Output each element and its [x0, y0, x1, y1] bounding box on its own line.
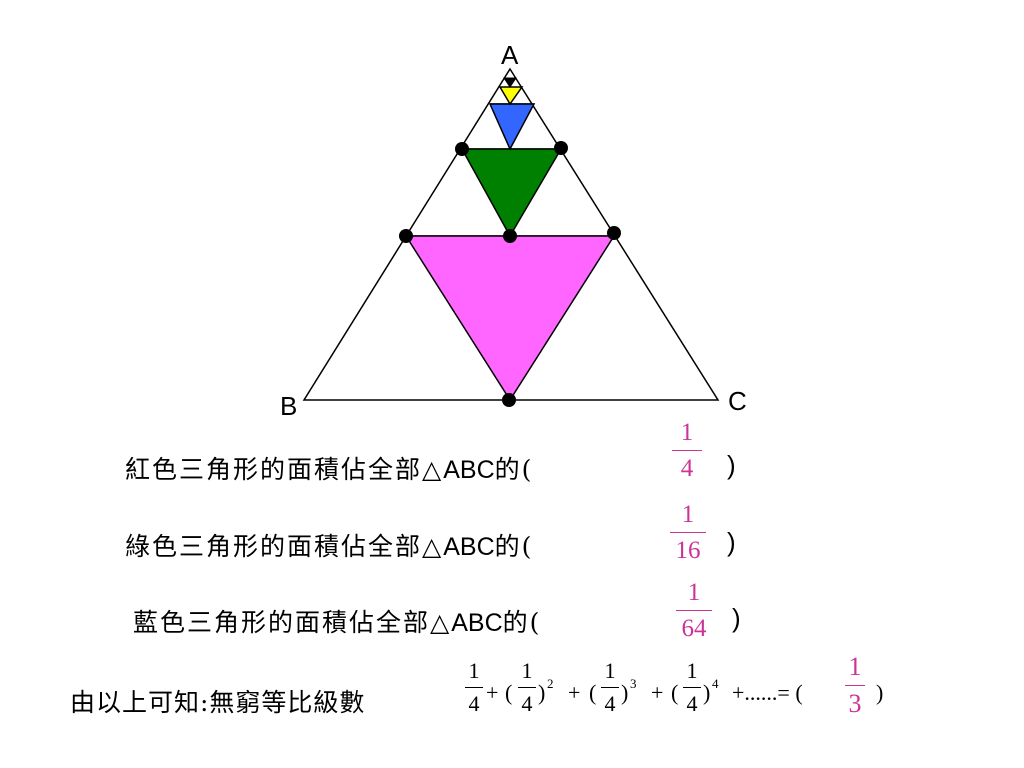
statement-green: 綠色三角形的面積佔全部△ABC的(: [125, 527, 533, 563]
close-paren-2: ): [538, 680, 546, 705]
statement-blue-text: 藍色三角形的面積佔全部: [133, 608, 431, 637]
abc-label: ABC: [451, 609, 503, 637]
close-paren-4: ): [703, 680, 711, 705]
fraction-bar: [672, 450, 702, 451]
fraction-bar: [670, 532, 706, 533]
fraction-numerator: 1: [681, 501, 695, 528]
fraction-denominator: 64: [681, 615, 707, 642]
statement-red: 紅色三角形的面積佔全部△ABC的(: [125, 450, 533, 486]
fraction-bar: [601, 687, 619, 688]
vertex-label-c: C: [728, 386, 747, 416]
term-numerator: 1: [468, 658, 480, 683]
vertex-label-a: A: [501, 40, 519, 70]
conclusion-text: 由以上可知:無窮等比級數: [70, 688, 366, 717]
triangle-symbol: △: [430, 608, 452, 637]
plus-sign-2: +: [568, 680, 581, 705]
close-paren-3: ): [621, 680, 629, 705]
series-term-2: 1 4: [518, 660, 536, 715]
series-term-4: 1 4: [683, 660, 701, 715]
dot-green-left: [455, 142, 469, 156]
dot-pink-left: [399, 229, 413, 243]
series-term-1: 1 4: [465, 660, 483, 715]
fraction-bar: [676, 610, 712, 611]
plus-sign-3: +: [651, 680, 664, 705]
series-end-paren: ): [876, 680, 884, 705]
term-numerator: 1: [686, 658, 698, 683]
statement-blue-suffix: 的(: [502, 608, 542, 637]
open-paren-2: (: [505, 680, 513, 705]
abc-label: ABC: [443, 533, 495, 561]
open-paren-4: (: [671, 680, 679, 705]
pink-triangle: [404, 235, 616, 402]
exponent-4: 4: [712, 676, 719, 691]
term-denominator: 4: [604, 691, 616, 716]
blue-triangle: [488, 103, 536, 151]
statement-red-text: 紅色三角形的面積佔全部: [125, 455, 423, 484]
statement-green-close: ): [727, 527, 736, 557]
fraction-denominator: 4: [680, 455, 694, 482]
statement-blue: 藍色三角形的面積佔全部△ABC的(: [133, 603, 541, 639]
abc-label: ABC: [443, 456, 495, 484]
series-sum-fraction: 1 3: [845, 654, 865, 717]
triangle-diagram: A B C: [280, 40, 747, 421]
exponent-2: 2: [547, 676, 554, 691]
statement-red-suffix: 的(: [494, 455, 534, 484]
term-numerator: 1: [604, 658, 616, 683]
series-tail: +......= (: [732, 680, 803, 705]
answer-green-fraction: 1 16: [670, 502, 706, 563]
statement-blue-close: ): [732, 603, 741, 633]
sum-denominator: 3: [848, 689, 862, 718]
term-denominator: 4: [468, 691, 480, 716]
fraction-bar: [518, 687, 536, 688]
fraction-numerator: 1: [687, 579, 701, 606]
fraction-bar: [465, 687, 483, 688]
yellow-triangle: [498, 86, 524, 106]
fraction-denominator: 16: [675, 537, 701, 564]
triangle-symbol: △: [422, 455, 444, 484]
tiny-black-triangle: [503, 77, 517, 88]
term-denominator: 4: [686, 691, 698, 716]
statement-red-close: ): [727, 450, 736, 480]
open-paren-3: (: [589, 680, 597, 705]
dot-pink-right: [607, 226, 621, 240]
series-term-3: 1 4: [601, 660, 619, 715]
fraction-numerator: 1: [680, 419, 694, 446]
answer-blue-fraction: 1 64: [676, 580, 712, 641]
fraction-bar: [845, 685, 865, 686]
vertex-label-b: B: [280, 391, 297, 421]
term-denominator: 4: [521, 691, 533, 716]
dot-bottom-mid: [502, 393, 516, 407]
answer-red-fraction: 1 4: [672, 420, 702, 481]
dot-green-right: [554, 141, 568, 155]
exponent-3: 3: [630, 676, 637, 691]
statement-green-suffix: 的(: [494, 532, 534, 561]
term-numerator: 1: [521, 658, 533, 683]
green-triangle: [460, 148, 563, 238]
plus-sign-1: +: [486, 680, 499, 705]
fraction-bar: [683, 687, 701, 688]
dot-pink-center: [503, 229, 517, 243]
statement-green-text: 綠色三角形的面積佔全部: [125, 532, 423, 561]
sum-numerator: 1: [848, 652, 862, 681]
triangle-symbol: △: [422, 532, 444, 561]
